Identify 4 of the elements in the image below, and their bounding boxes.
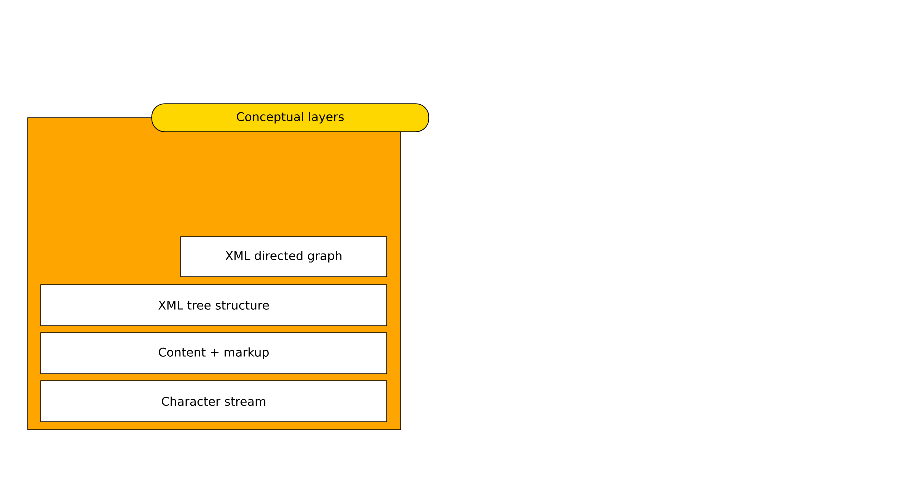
layer-box: XML tree structure (40, 284, 388, 326)
layer-box: XML directed graph (180, 236, 388, 278)
layer-box: Content + markup (40, 332, 388, 374)
layer-box: Character stream (40, 380, 388, 422)
